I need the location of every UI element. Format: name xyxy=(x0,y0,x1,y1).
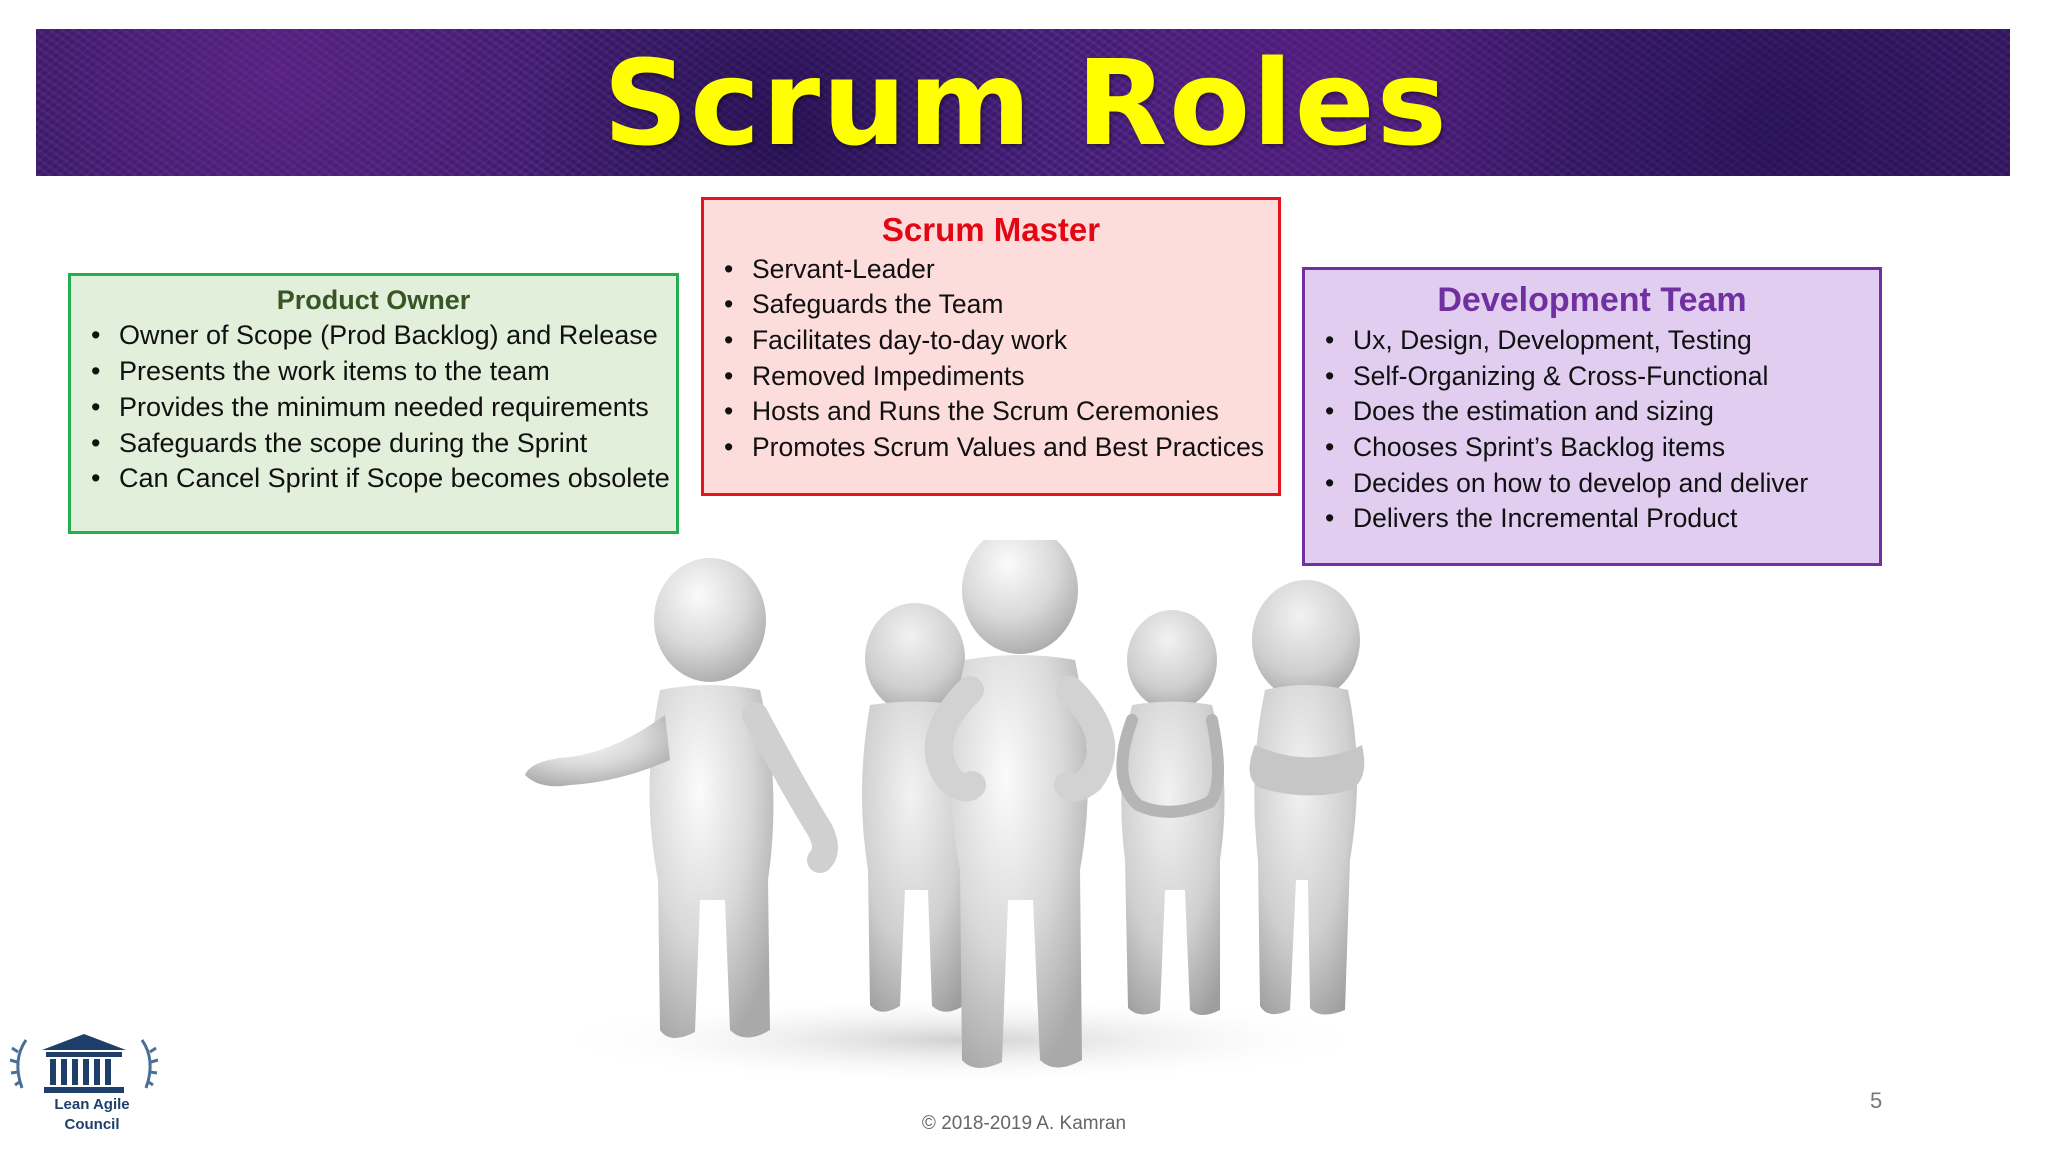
list-item: •Chooses Sprint’s Backlog items xyxy=(1325,431,1726,462)
list-item: •Ux, Design, Development, Testing xyxy=(1325,324,1752,355)
list-item: •Provides the minimum needed requirement… xyxy=(91,391,649,422)
development-team-box: Development Team •Ux, Design, Developmen… xyxy=(1302,267,1882,566)
list-item: •Servant-Leader xyxy=(724,253,935,284)
logo-line-1: Lean Agile xyxy=(54,1096,130,1113)
list-item: •Self-Organizing & Cross-Functional xyxy=(1325,360,1769,391)
logo-line-2: Council xyxy=(64,1116,120,1133)
development-team-list: •Ux, Design, Development, Testing •Self-… xyxy=(1323,323,1861,537)
figure-4 xyxy=(1116,610,1225,1015)
product-owner-list: •Owner of Scope (Prod Backlog) and Relea… xyxy=(89,318,670,497)
list-item: •Can Cancel Sprint if Scope becomes obso… xyxy=(91,463,670,494)
list-item: •Promotes Scrum Values and Best Practice… xyxy=(724,432,1265,463)
development-team-heading: Development Team xyxy=(1437,281,1747,319)
columns-building-icon xyxy=(9,1034,159,1093)
scrum-master-heading: Scrum Master xyxy=(881,211,1101,248)
title-banner: Scrum Roles xyxy=(36,29,2010,176)
list-item: •Presents the work items to the team xyxy=(91,356,550,387)
scrum-master-box: Scrum Master •Servant-Leader •Safeguards… xyxy=(701,197,1281,496)
list-item: •Safeguards the scope during the Sprint xyxy=(91,427,588,458)
figure-3 xyxy=(924,540,1116,1069)
list-item: •Facilitates day-to-day work xyxy=(724,325,1068,355)
slide-title: Scrum Roles xyxy=(603,33,1449,172)
figure-1 xyxy=(525,558,838,1039)
list-item: •Removed Impediments xyxy=(724,360,1025,391)
figure-5 xyxy=(1249,580,1365,1015)
product-owner-box: Product Owner •Owner of Scope (Prod Back… xyxy=(68,273,679,534)
product-owner-heading: Product Owner xyxy=(276,285,471,315)
copyright-footer: © 2018-2019 A. Kamran xyxy=(921,1113,1127,1134)
lean-agile-council-logo: Lean Agile Council xyxy=(8,1030,160,1140)
list-item: •Does the estimation and sizing xyxy=(1325,396,1714,427)
scrum-master-list: •Servant-Leader •Safeguards the Team •Fa… xyxy=(722,252,1265,466)
list-item: •Hosts and Runs the Scrum Ceremonies xyxy=(724,396,1219,427)
list-item: •Delivers the Incremental Product xyxy=(1325,503,1738,534)
list-item: •Safeguards the Team xyxy=(724,289,1004,320)
list-item: •Owner of Scope (Prod Backlog) and Relea… xyxy=(91,320,658,351)
page-number: 5 xyxy=(1870,1088,1883,1113)
team-figures-illustration xyxy=(525,540,1380,1080)
list-item: •Decides on how to develop and deliver xyxy=(1325,467,1809,498)
